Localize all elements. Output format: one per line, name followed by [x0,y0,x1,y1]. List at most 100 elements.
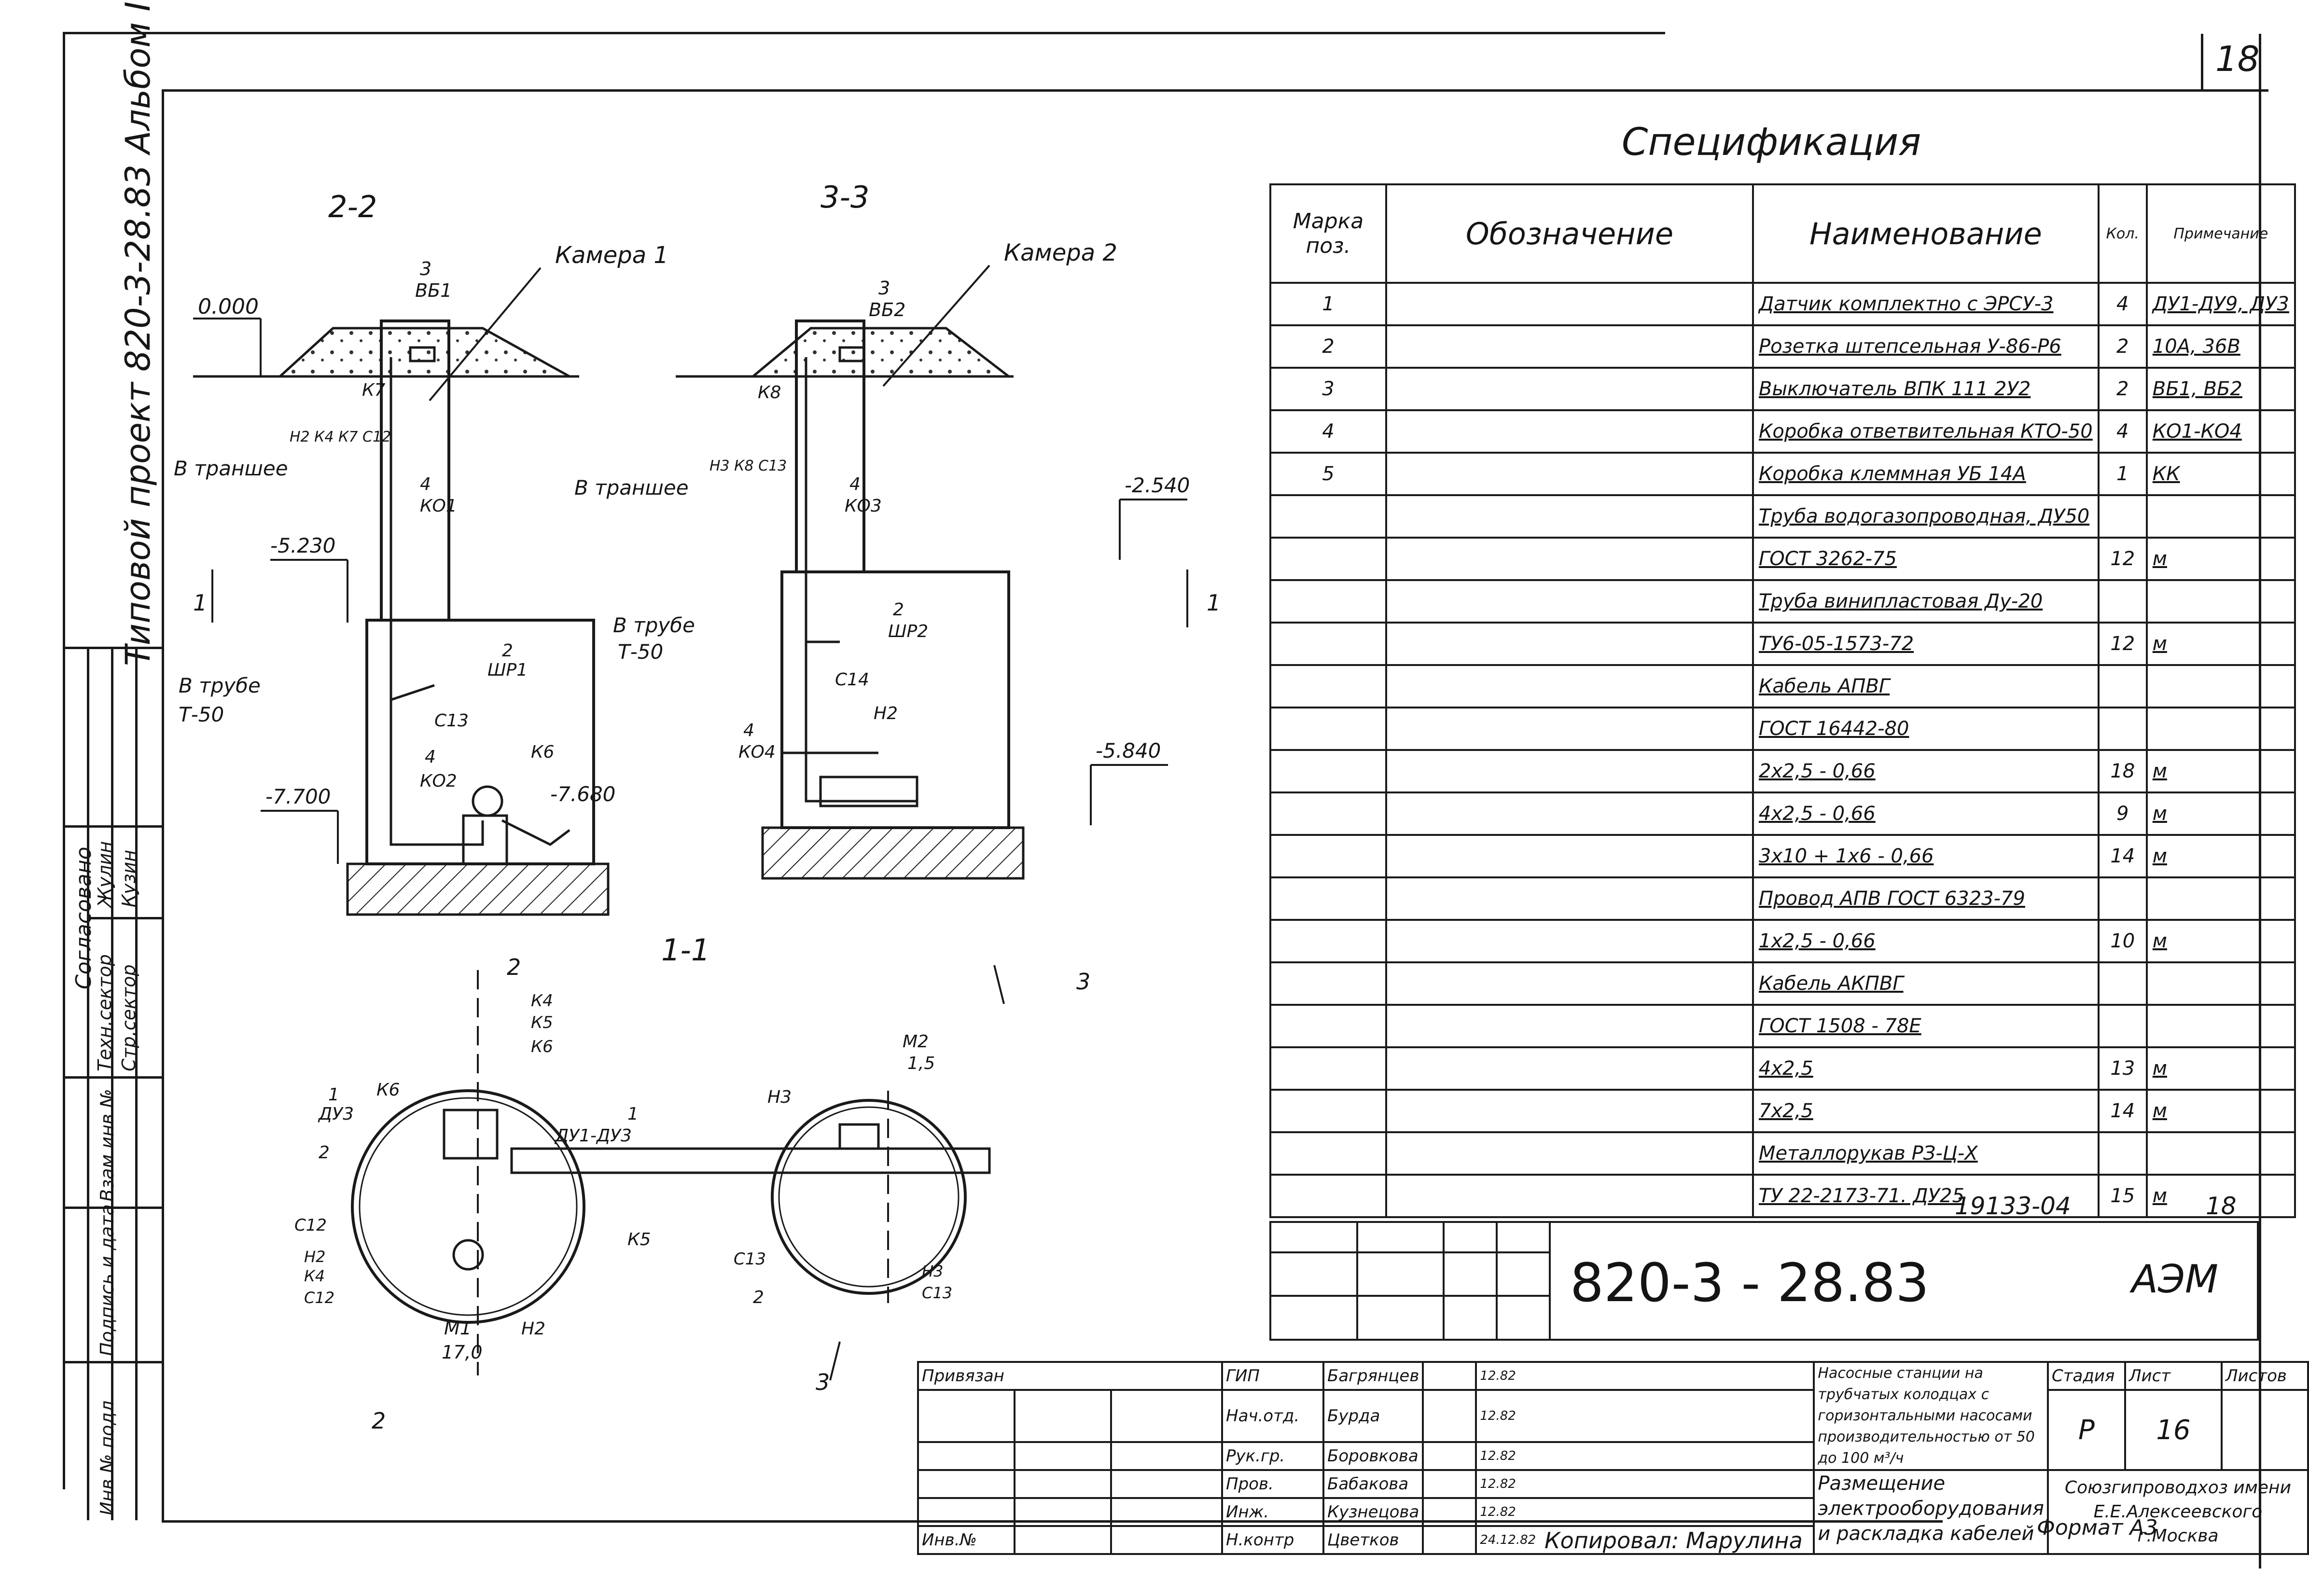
t50-label-1: Т-50 [179,703,224,726]
spec-cell-mark [1269,791,1387,836]
k4-plan-left: К4 [304,1267,325,1285]
spec-cell-note: ВБ1, ВБ2 [2145,367,2296,411]
motor-m1 [452,1239,484,1271]
marker-2-shr1: 2 [502,641,513,661]
spec-cell-qty [2097,579,2148,624]
name-3: Бабакова [1322,1469,1424,1499]
marker-4-ko2: 4 [425,747,436,767]
marker-1-du3: 1 [328,1085,339,1105]
empty-cell [917,1389,1015,1443]
spec-cell-name: Кабель АПВГ [1752,664,2100,708]
privyazan-label: Привязан [917,1361,1223,1391]
left-strip-line-b [87,647,89,1520]
empty-cell [1014,1497,1112,1527]
m2-label: М2 [903,1032,929,1052]
date-3: 12.82 [1475,1469,1815,1499]
level-0: 0.000 [198,294,259,319]
spec-cell-designation [1385,494,1754,539]
spec-cell-name: ГОСТ 1508 - 78Е [1752,1004,2100,1048]
spec-cell-qty: 1 [2097,452,2148,496]
spec-cell-designation [1385,1131,1754,1176]
ko2-label: КО2 [420,771,457,791]
role-0: ГИП [1221,1361,1324,1391]
empty-cell [1110,1469,1223,1499]
spec-cell-name: ГОСТ 3262-75 [1752,537,2100,581]
spec-cell-mark [1269,1046,1387,1091]
signature-5 [1422,1525,1477,1555]
spec-cell-qty [2097,876,2148,921]
left-strip-line-h [63,1207,164,1209]
section-3-3-title: 3-3 [821,180,869,215]
motor-m2 [838,1123,880,1150]
spec-cell-mark [1269,664,1387,708]
role-4: Инж. [1221,1497,1324,1527]
connecting-pipe [510,1147,991,1174]
v-transhee-label-2: В траншее [574,476,689,500]
spec-cell-designation [1385,876,1754,921]
spec-row: Труба винипластовая Ду-20 [1269,579,2296,624]
spec-cell-mark [1269,1089,1387,1133]
spec-cell-designation [1385,579,1754,624]
foundation-camera1 [346,862,610,916]
spec-cell-qty: 13 [2097,1046,2148,1091]
spec-cell-designation [1385,791,1754,836]
spec-header-note: Примечание [2145,183,2296,284]
frame-left-outer [63,32,65,1489]
spec-cell-mark [1269,579,1387,624]
spec-cell-designation [1385,919,1754,963]
spec-cell-designation [1385,537,1754,581]
spec-cell-mark [1269,961,1387,1006]
spec-cell-mark [1269,537,1387,581]
left-strip-line-f [87,917,164,919]
shr1-label: ШР1 [487,660,528,680]
signature-2 [1422,1441,1477,1471]
project-title: Насосные станции на трубчатых колодцах с… [1813,1361,2049,1471]
section-2-2-title: 2-2 [328,189,377,224]
empty-cell [1110,1389,1223,1443]
stage-label: Стадия [2046,1361,2126,1391]
spec-cell-designation [1385,1004,1754,1048]
spec-cell-name: Труба водогазопроводная, ДУ50 [1752,494,2100,539]
camera1-label: Камера 1 [555,242,668,269]
spec-cell-qty: 14 [2097,834,2148,878]
spec-cell-designation [1385,324,1754,369]
spec-cell-name: ТУ6-05-1573-72 [1752,622,2100,666]
switch-vb1 [409,346,436,362]
spec-cell-mark: 2 [1269,324,1387,369]
n2-label-3-3: Н2 [874,704,898,723]
spec-cell-note [2145,876,2296,921]
left-strip-line-e [63,825,164,828]
spec-cell-qty: 2 [2097,324,2148,369]
spec-cell-name: Кабель АКПВГ [1752,961,2100,1006]
spec-row: Труба водогазопроводная, ДУ50 [1269,494,2296,539]
signature-1 [1422,1389,1477,1443]
value-15: 1,5 [907,1054,935,1073]
date-1: 12.82 [1475,1389,1815,1443]
section-marker-1-left: 1 [193,590,207,616]
spec-cell-qty: 12 [2097,622,2148,666]
spec-cell-mark [1269,622,1387,666]
spec-title: Спецификация [1622,121,1921,164]
copied-by: Копировал: Марулина [1544,1527,1803,1554]
spec-cell-name: 4х2,5 [1752,1046,2100,1091]
section-marker-2-top: 2 [507,954,521,980]
spec-cell-note: м [2145,1174,2296,1218]
doc-section: АЭМ [2131,1257,2218,1302]
empty-cell [1014,1469,1112,1499]
spec-cell-designation [1385,282,1754,326]
spec-cell-name: Розетка штепсельная У-86-Р6 [1752,324,2100,369]
spec-cell-designation [1385,452,1754,496]
ko4-label: КО4 [738,742,776,762]
spec-doc-ref: 19133-04 [1955,1192,2071,1220]
spec-cell-name: 3х10 + 1х6 - 0,66 [1752,834,2100,878]
role-1: Нач.отд. [1221,1389,1324,1443]
spec-cell-note: 10А, 36В [2145,324,2296,369]
marker-3-right: 3 [878,278,890,299]
spec-cell-designation [1385,622,1754,666]
